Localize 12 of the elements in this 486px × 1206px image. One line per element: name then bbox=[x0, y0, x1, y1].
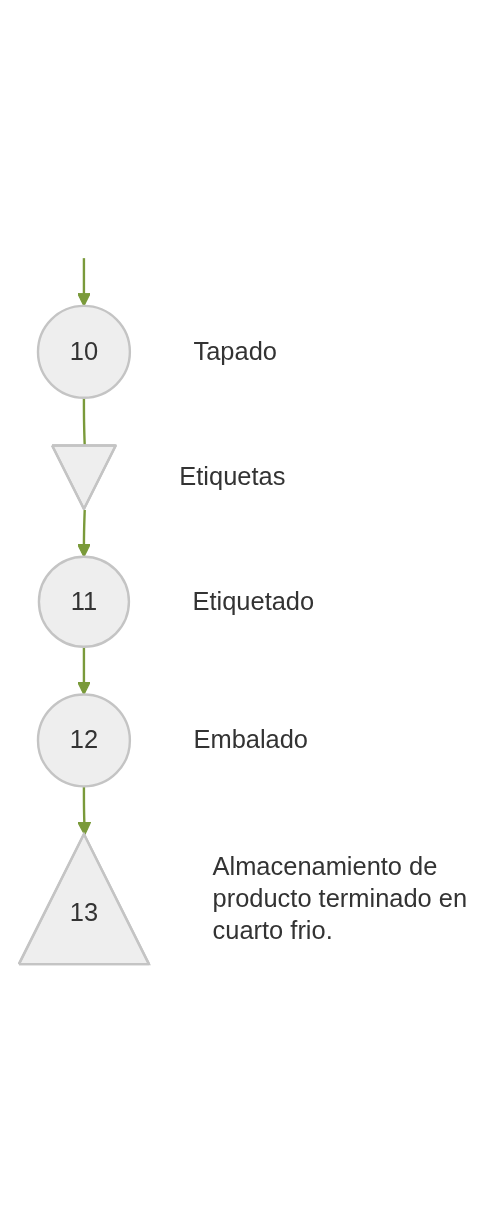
operation-circle: 10 bbox=[36, 304, 132, 399]
step-description: Tapado bbox=[193, 336, 277, 365]
arrow bbox=[76, 258, 91, 307]
inverted-triangle-symbol bbox=[50, 444, 117, 511]
step-description: Embalado bbox=[193, 725, 309, 754]
arrow bbox=[77, 786, 92, 836]
storage-triangle: 13 bbox=[17, 832, 151, 966]
operation-circle: 12 bbox=[36, 693, 132, 788]
step-description: Etiquetas bbox=[179, 462, 286, 491]
step-description: Etiquetado bbox=[192, 586, 315, 615]
operation-circle: 11 bbox=[37, 555, 131, 648]
step-description: Almacenamiento de producto terminado en cuarto frio. bbox=[212, 852, 468, 944]
